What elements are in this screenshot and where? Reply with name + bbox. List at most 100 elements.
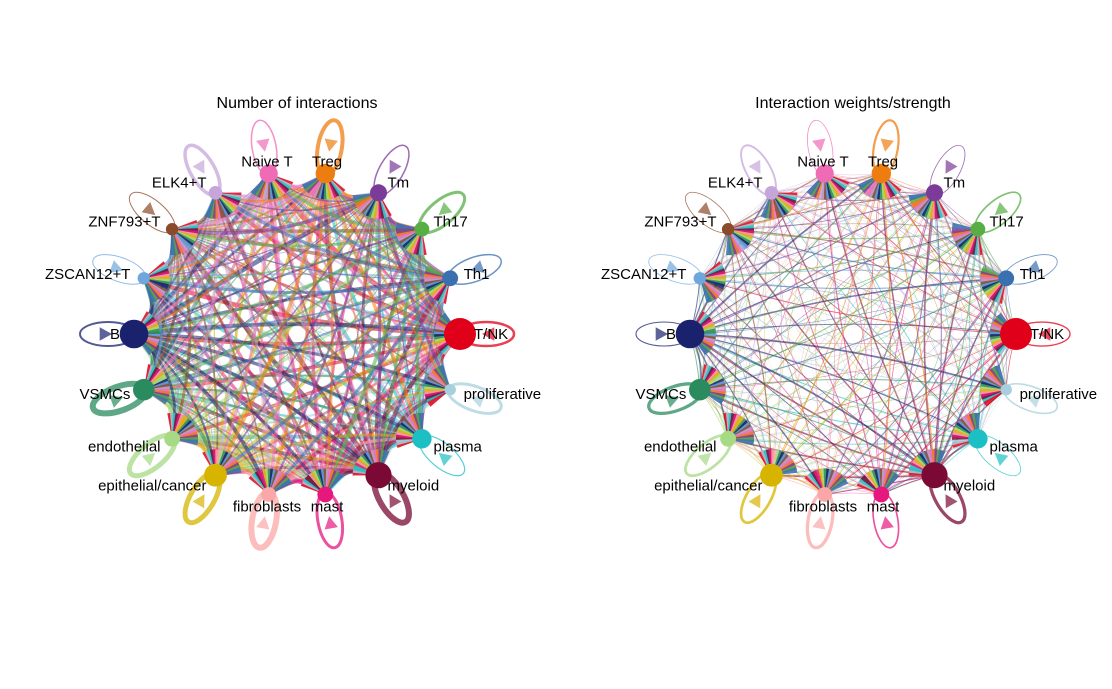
interaction-edge (771, 192, 935, 476)
node-fibroblasts (261, 487, 277, 502)
self-loop-arrowhead (1026, 395, 1041, 408)
node-label: Th17 (990, 214, 1024, 231)
node-proliferative (1000, 384, 1012, 396)
node-endothelial (720, 430, 736, 447)
interaction-edge (771, 173, 825, 476)
interaction-edge (771, 278, 1007, 476)
interaction-edge (699, 229, 978, 279)
self-loop-arrowhead (109, 395, 124, 408)
interaction-edge (171, 433, 380, 477)
interaction-edge (934, 229, 979, 476)
interaction-edge (143, 192, 217, 391)
interaction-edge (323, 228, 424, 495)
node-vsmcs (133, 378, 155, 401)
interaction-edge (728, 192, 935, 439)
interaction-edge (689, 333, 882, 495)
node-label: fibroblasts (789, 498, 857, 515)
arrowhead-wedge (215, 192, 233, 216)
self-loop-arrowhead (109, 260, 124, 273)
interaction-edge (689, 323, 1017, 335)
self-loop-arrowhead (192, 494, 205, 509)
interaction-edge (728, 228, 1007, 279)
interaction-edge (214, 191, 451, 281)
interaction-edge (728, 229, 1017, 335)
panel-interaction-weights: Interaction weights/strength T/NKprolife… (601, 95, 1097, 550)
interaction-edge (323, 173, 424, 440)
interaction-edge (699, 389, 1007, 398)
interaction-edge (727, 229, 773, 476)
interaction-edge (699, 277, 1017, 335)
interaction-edge (143, 276, 451, 294)
interaction-edge (689, 333, 979, 440)
node-th17 (970, 221, 986, 237)
interaction-edge (824, 333, 1017, 495)
interaction-edge (771, 190, 935, 193)
interaction-edge (214, 192, 271, 495)
node-label: Th1 (464, 266, 490, 283)
interaction-edge (727, 173, 825, 439)
self-loop-arrowhead (256, 138, 270, 152)
interaction-edge (689, 192, 935, 335)
interaction-edge (728, 389, 1007, 440)
interaction-edge (699, 192, 935, 390)
node-label: ZNF793+T (644, 214, 716, 231)
interaction-edge (133, 228, 423, 335)
interaction-edge (699, 389, 826, 495)
interaction-edge (727, 229, 882, 495)
interaction-edge (699, 388, 935, 477)
interaction-edge (699, 173, 825, 390)
self-loop-arrowhead (141, 452, 156, 466)
arrowhead-wedge (760, 192, 772, 219)
interaction-edge (977, 229, 1007, 390)
arrowhead-wedge (987, 368, 1007, 390)
interaction-edge (727, 192, 772, 439)
arrowhead-wedge (989, 366, 1007, 390)
arrowhead-wedge (699, 261, 723, 279)
interaction-edge (771, 192, 882, 495)
arrowhead-wedge (771, 192, 789, 216)
node-label: myeloid (944, 478, 996, 495)
arrowhead-wedge (418, 412, 424, 439)
interaction-edge (699, 278, 978, 439)
arrowhead-wedge (143, 278, 163, 300)
interaction-edge (699, 278, 1007, 390)
interaction-edge (171, 192, 380, 440)
interaction-edge (727, 173, 882, 230)
node-treg (315, 163, 335, 184)
interaction-edge (699, 277, 1007, 290)
interaction-edge (689, 173, 882, 335)
interaction-edge (727, 228, 1007, 279)
self-loop-arrowhead (945, 494, 958, 509)
interaction-edge (728, 438, 978, 445)
interaction-edge (771, 192, 826, 495)
arrowhead-wedge (215, 192, 229, 218)
arrowhead-wedge (172, 229, 193, 250)
interaction-edge (728, 229, 882, 495)
node-label: T/NK (474, 326, 508, 343)
self-loop-arrowhead (192, 159, 205, 174)
arrowhead-wedge (728, 229, 737, 255)
node-label: ZSCAN12+T (45, 266, 130, 283)
interaction-edge (171, 228, 327, 495)
arrowhead-wedge (699, 278, 712, 304)
node-label: epithelial/cancer (654, 478, 762, 495)
self-loop-arrowhead (141, 202, 156, 216)
self-loop-arrowhead (665, 395, 680, 408)
node-label: ELK4+T (708, 174, 763, 191)
interaction-edge (133, 332, 451, 392)
node-label: Naive T (241, 154, 292, 171)
interaction-edge (689, 333, 979, 440)
interaction-edge (934, 192, 979, 439)
interaction-edge (171, 228, 380, 476)
self-loop-arrowhead (324, 516, 338, 530)
interaction-edge (727, 192, 772, 439)
interaction-edge (699, 333, 1017, 390)
self-loop-arrowhead (697, 202, 712, 216)
interaction-edge (727, 173, 826, 440)
arrowhead-wedge (143, 261, 167, 279)
node-b (675, 319, 705, 349)
node-myeloid (365, 462, 392, 489)
node-label: B (110, 326, 120, 343)
arrowhead-wedge (980, 389, 1007, 400)
